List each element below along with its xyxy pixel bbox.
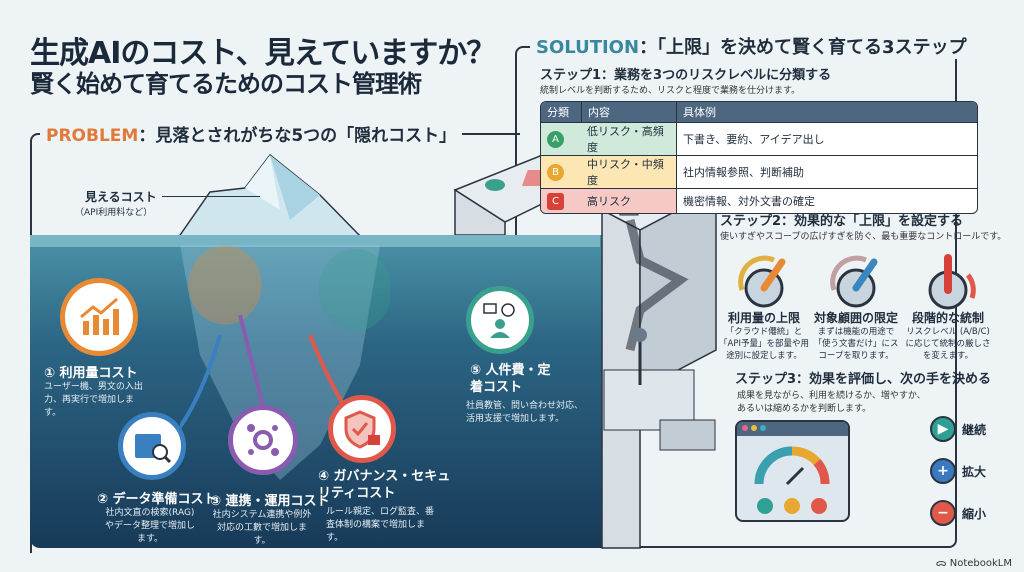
risk-badge-a: A — [547, 130, 564, 148]
play-icon: ▶ — [930, 416, 956, 442]
usage-cost-circle — [60, 278, 138, 356]
chart-up-icon — [80, 297, 119, 335]
plus-icon: + — [930, 458, 956, 484]
step3-subtitle-1: 成果を見ながら、利用を続けるか、増やすか、 — [737, 391, 926, 401]
underwater-panel — [30, 235, 610, 548]
usage-limit-knob[interactable]: 利用量の上限「クラウド僊統」と「API予量」を部量や用途別に設定します。 — [718, 250, 810, 362]
step1-title: ステップ1：業務を3つのリスクレベルに分類する — [540, 68, 832, 83]
personnel-circle — [466, 286, 534, 354]
visible-cost-label: 見えるコスト — [85, 190, 157, 204]
minus-icon: − — [930, 500, 956, 526]
step3-subtitle-2: あるいは縮めるかを判断します。 — [737, 404, 872, 414]
water-surface — [30, 235, 600, 247]
data-prep-desc: 社内文直の検索(RAG)やデータ整理で増加します。 — [105, 508, 196, 544]
integration-label: ③ 連携・運用コスト — [210, 494, 330, 509]
shield-lock-icon — [344, 410, 380, 449]
governance-desc: ルール親定、ログ監査、番査体制の構案で増加します。 — [326, 507, 435, 543]
scope-limit-knob[interactable]: 対象顧囲の限定まずは機能の用途で「使う文書だけ」にスコープを取ります。 — [810, 250, 902, 362]
expand-action[interactable]: +拡大 — [930, 458, 986, 484]
iceberg-tip — [176, 153, 364, 239]
subtitle: 賢く始めて育てるためのコスト管理術 — [30, 70, 422, 98]
risk-badge-c: C — [547, 192, 564, 210]
gauge-icon — [754, 446, 830, 514]
governance-circle — [328, 395, 396, 463]
reduce-action[interactable]: −縮小 — [930, 500, 986, 526]
window-titlebar — [737, 422, 848, 436]
step2-title: ステップ2：効果的な「上限」を設定する — [720, 214, 964, 229]
folder-search-icon — [135, 434, 172, 464]
notebooklm-logo-icon: ᯅ — [935, 558, 950, 569]
risk-table-header: 分類内容具体例 — [541, 102, 977, 122]
governance-label: ④ ガバナンス・セキュリティコスト — [318, 469, 451, 501]
visible-cost-note: （API利用料など） — [75, 208, 153, 218]
solution-heading: SOLUTION：「上限」を決めて賢く育てる3ステップ — [530, 33, 973, 59]
tiered-control-knob[interactable]: 段階的な統制リスクレベル (A/B/C) に応じて統制の厳しさを変えます。 — [902, 250, 994, 362]
main-title: 生成AIのコスト、見えていますか？ — [30, 36, 496, 71]
visible-cost-leader — [162, 196, 260, 197]
usage-cost-desc: ユーザー機、男文の入出力、再実行で増加します。 — [44, 382, 143, 418]
knob-group: 利用量の上限「クラウド僊統」と「API予量」を部量や用途別に設定します。 対象顧… — [718, 250, 994, 362]
step3-title: ステップ3：効果を評価し、次の手を決める — [735, 372, 992, 387]
problem-heading: PROBLEM：見落とされがちな5つの「隠れコスト」 — [40, 121, 463, 146]
continue-action[interactable]: ▶継続 — [930, 416, 986, 442]
dial-knob-icon — [738, 255, 786, 308]
integration-desc: 社内システム連携や例外対応の工數で増加します。 — [212, 510, 312, 546]
personnel-label: ⑤ 人件費・定着コスト — [470, 363, 551, 395]
action-list: ▶継続 +拡大 −縮小 — [930, 416, 986, 526]
data-prep-label: ② データ準備コスト — [97, 492, 217, 507]
dashboard-window — [735, 420, 850, 522]
risk-badge-b: B — [547, 163, 564, 181]
usage-cost-label: ① 利用量コスト — [44, 366, 138, 381]
step1-subtitle: 統制レベルを判断するため、リスクと程度で業務を仕分けます。 — [540, 86, 801, 96]
data-prep-circle — [118, 412, 186, 480]
gears-network-icon — [247, 424, 279, 456]
personnel-desc: 社員教管、問い合わせ対応、活用支援で増加します。 — [466, 401, 584, 424]
integration-circle — [228, 405, 298, 475]
dial-knob-icon — [928, 254, 976, 310]
notebooklm-brand: ᯅ NotebookLM — [935, 558, 1012, 569]
step2-subtitle: 使いすぎやスコープの広げすぎを防ぐ、最も重要なコントロールです。 — [720, 232, 1007, 242]
dial-knob-icon — [830, 255, 878, 308]
support-people-icon — [483, 303, 515, 338]
